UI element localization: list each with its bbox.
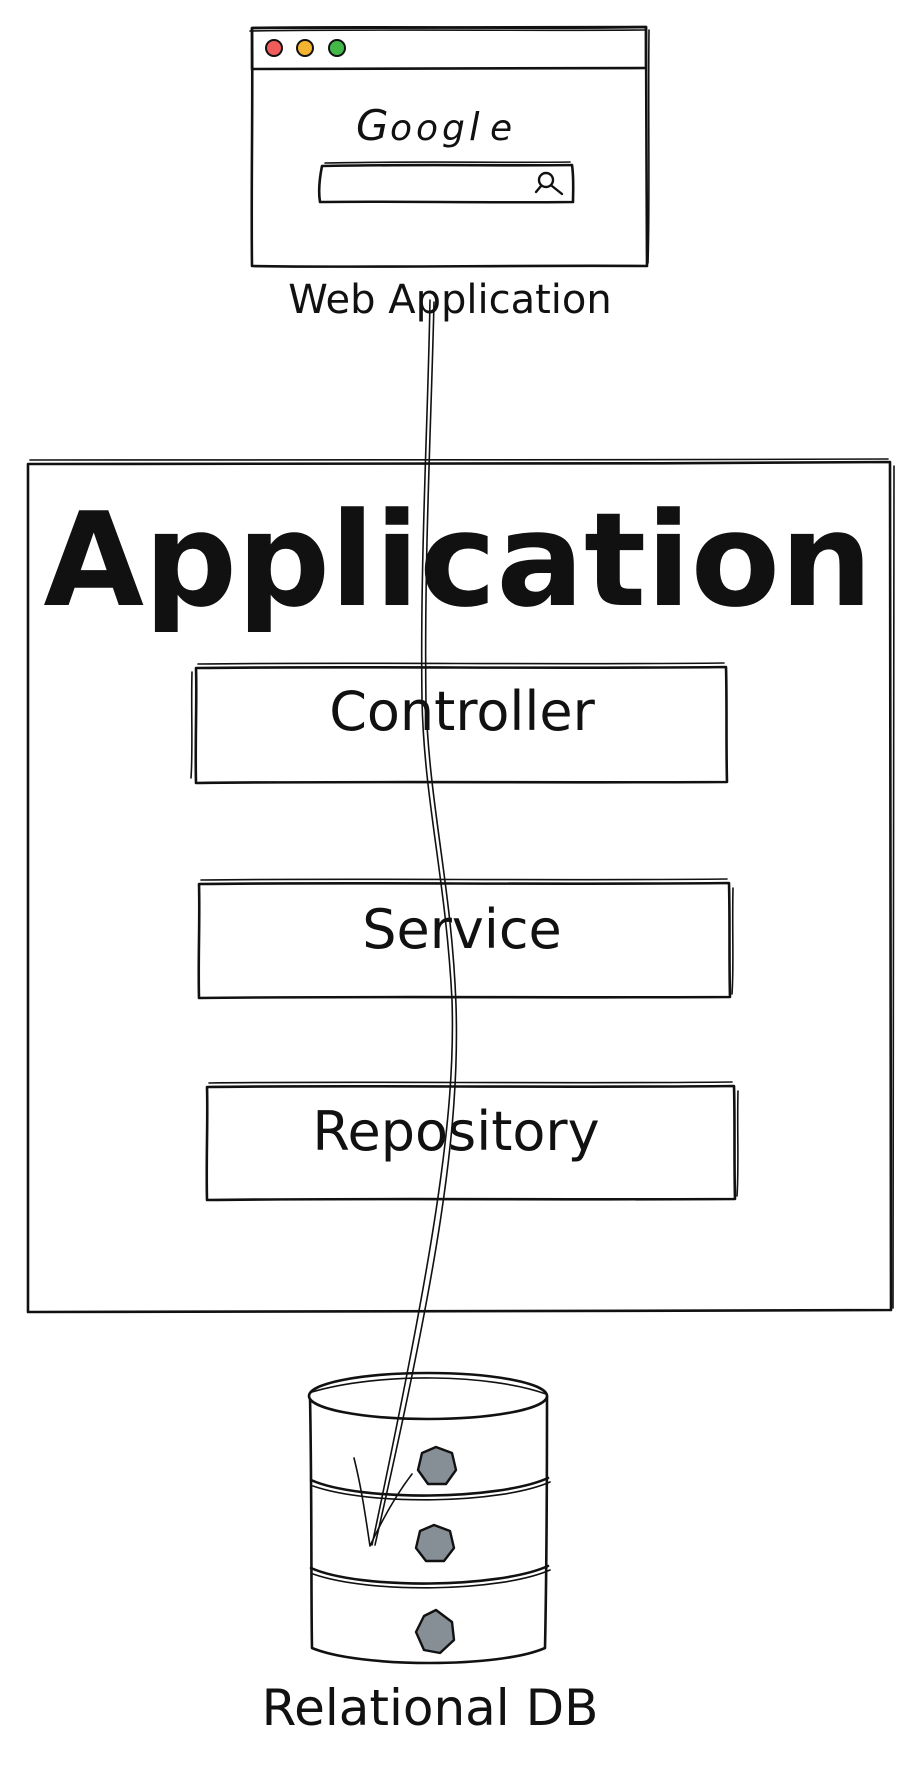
web-application-node: G o o g l e Web Application bbox=[249, 25, 650, 323]
google-logo: G o o g l e bbox=[356, 101, 512, 150]
controller-box bbox=[194, 665, 729, 785]
window-minimize-dot bbox=[296, 39, 314, 57]
window-maximize-dot bbox=[328, 39, 346, 57]
logo-letter: g bbox=[442, 108, 465, 149]
logo-letter: l bbox=[469, 105, 480, 149]
controller-layer: Controller bbox=[190, 662, 729, 785]
logo-letter: o bbox=[416, 108, 438, 149]
db-knob-icon bbox=[414, 1523, 456, 1563]
relational-db-node: Relational DB bbox=[262, 1371, 599, 1737]
service-label: Service bbox=[362, 898, 562, 961]
connector-line bbox=[374, 301, 458, 1546]
application-box bbox=[26, 460, 893, 1314]
search-icon[interactable] bbox=[534, 171, 564, 196]
search-input[interactable] bbox=[317, 163, 575, 204]
web-application-label: Web Application bbox=[288, 277, 611, 323]
logo-letter: e bbox=[490, 108, 512, 149]
db-divider bbox=[309, 1476, 550, 1497]
repository-layer: Repository bbox=[205, 1081, 739, 1202]
db-cylinder-top bbox=[307, 1371, 549, 1421]
logo-letter: G bbox=[356, 101, 389, 150]
connector-line bbox=[371, 299, 454, 1546]
relational-db-label: Relational DB bbox=[262, 1679, 599, 1737]
repository-box bbox=[205, 1084, 737, 1202]
service-layer: Service bbox=[197, 878, 734, 1000]
db-knob-icon bbox=[416, 1445, 458, 1486]
db-cylinder-body bbox=[308, 1394, 549, 1665]
application-title: Application bbox=[43, 484, 872, 636]
connector-arrow bbox=[353, 299, 458, 1547]
logo-letter: o bbox=[390, 108, 412, 149]
browser-title-bar bbox=[250, 25, 648, 71]
application-node: Application Controller Service Repositor… bbox=[26, 458, 895, 1314]
service-box bbox=[197, 881, 732, 1000]
db-knob-icon bbox=[414, 1608, 456, 1655]
window-close-dot bbox=[265, 39, 283, 57]
controller-label: Controller bbox=[329, 680, 595, 743]
db-divider bbox=[309, 1564, 550, 1585]
repository-label: Repository bbox=[312, 1100, 599, 1163]
arrowhead bbox=[353, 1457, 413, 1547]
